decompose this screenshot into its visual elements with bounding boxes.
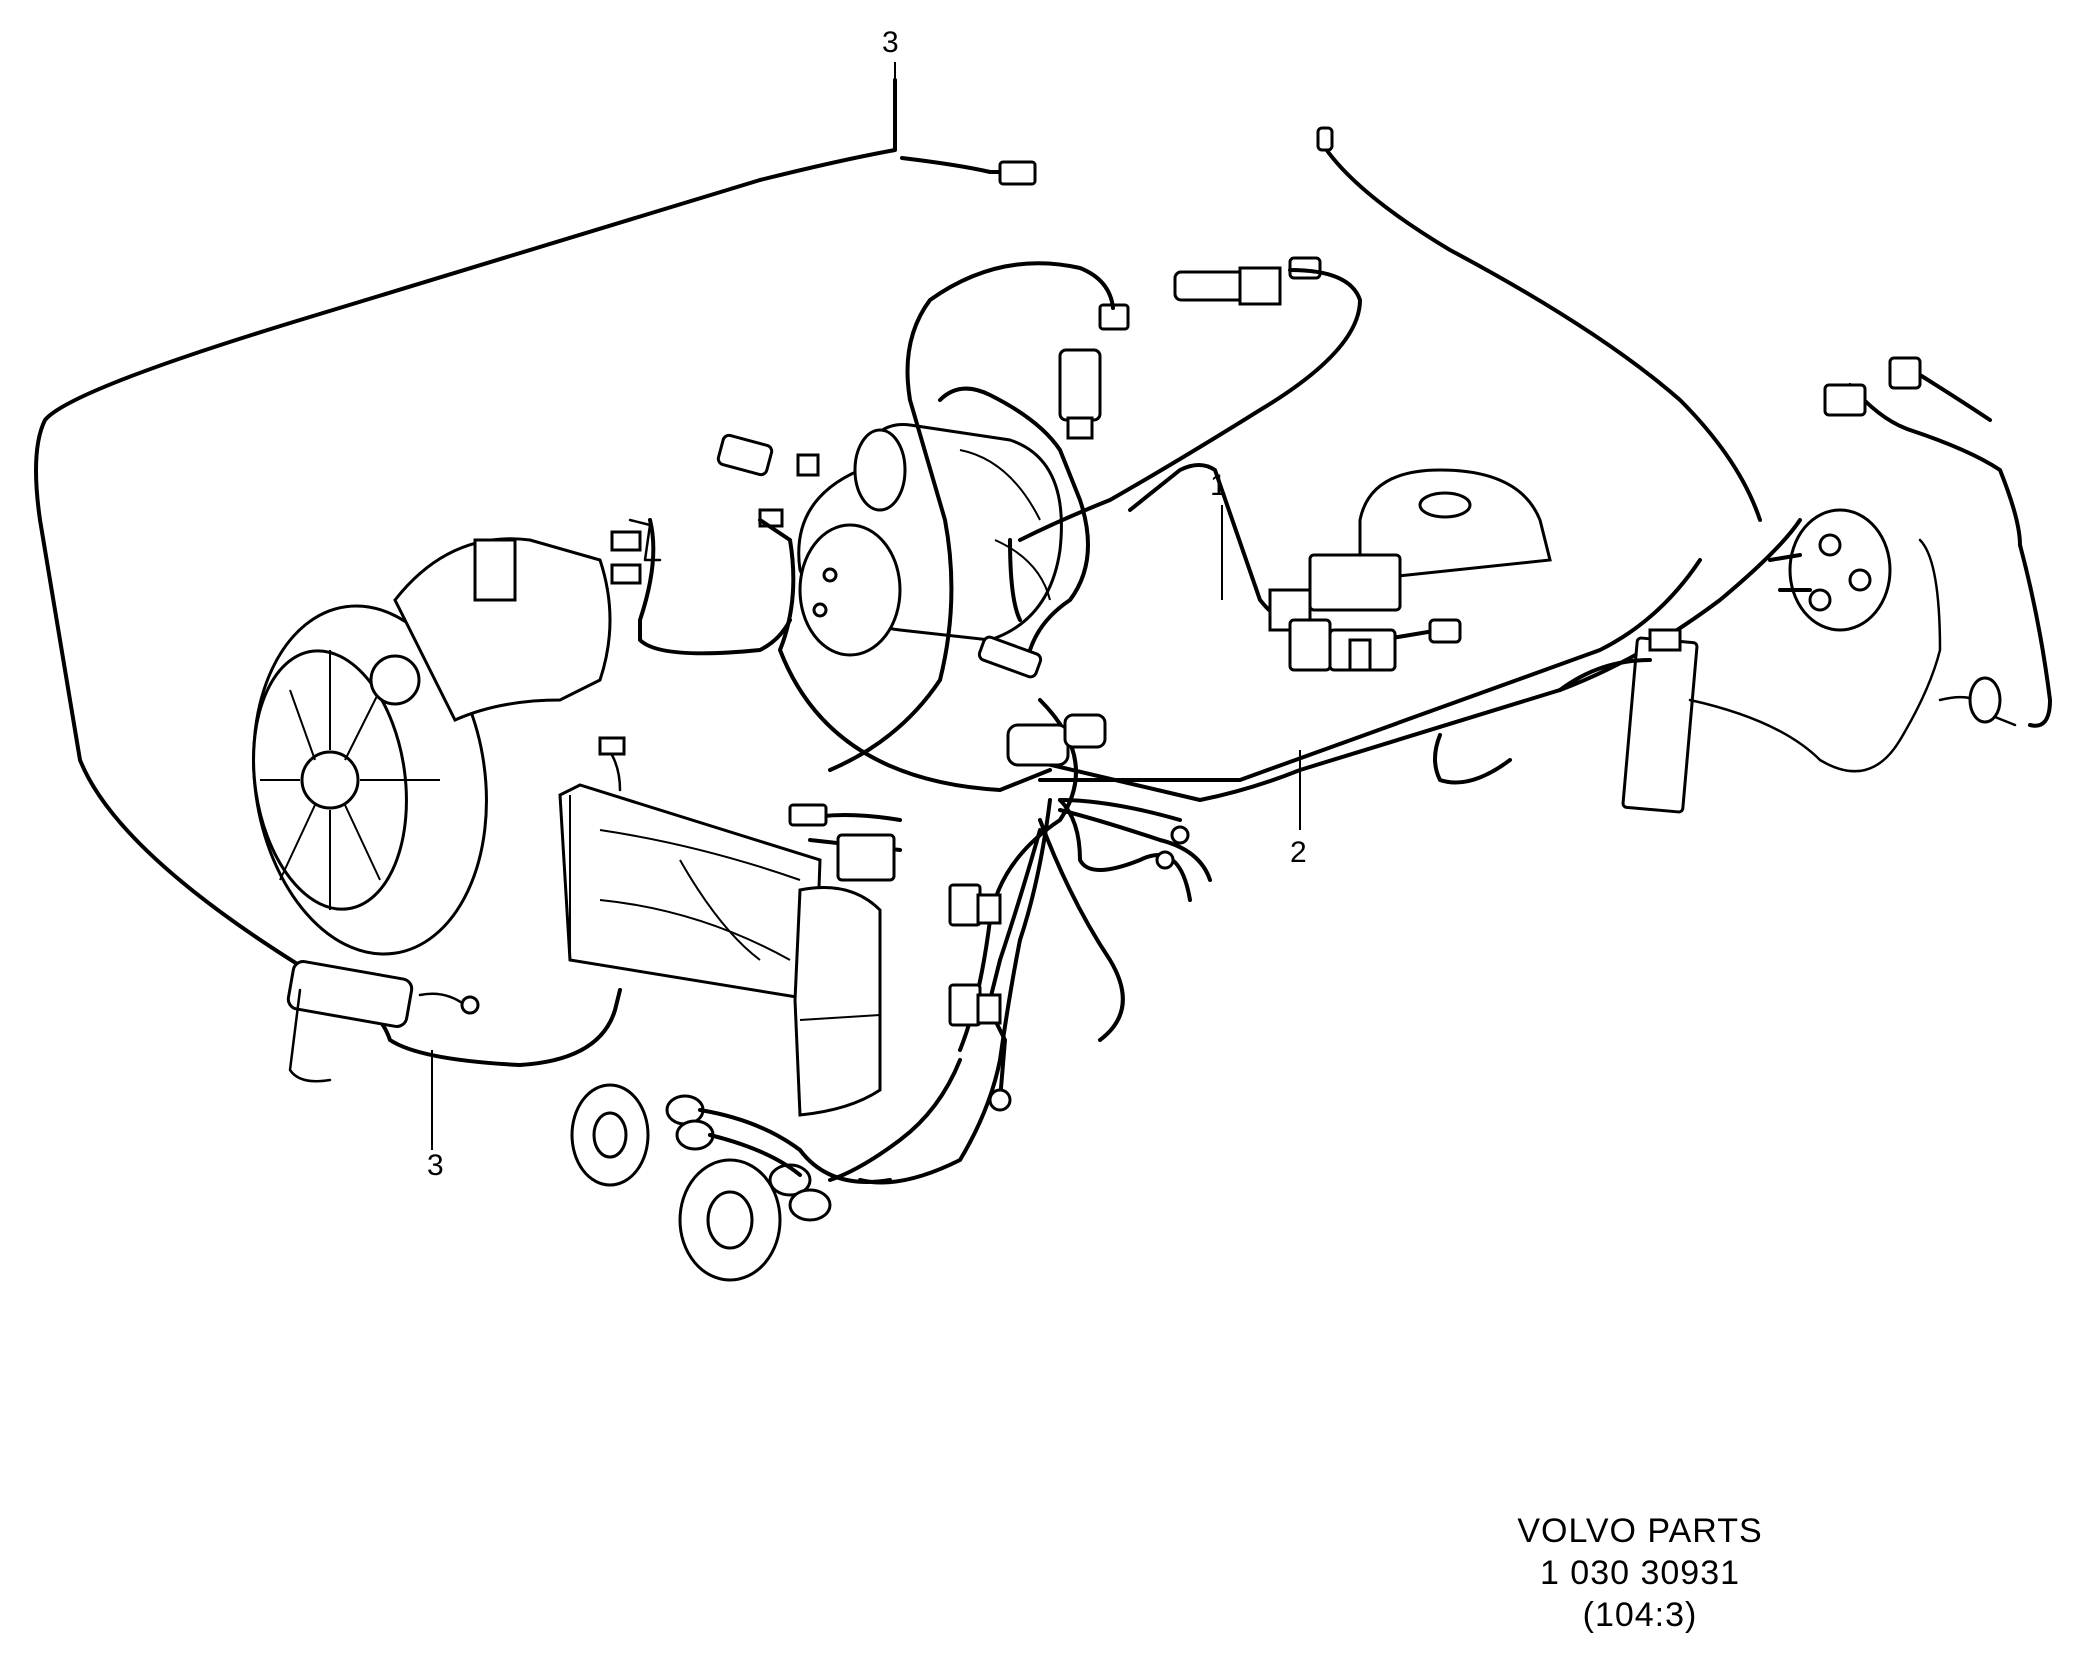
brand-label: VOLVO PARTS — [1517, 1512, 1763, 1550]
alternator-fan — [252, 518, 662, 956]
main-harness — [638, 261, 1802, 1185]
callout-leaders — [894, 62, 1301, 830]
callout-label-2: 2 — [1290, 836, 1307, 869]
ignition-components — [1268, 126, 2052, 814]
starter-motor — [797, 423, 1063, 657]
headlamp-assembly — [558, 736, 882, 1117]
horns — [570, 1083, 892, 1282]
sensors-top — [716, 256, 1322, 679]
callout-label-3-bottom: 3 — [427, 1149, 444, 1182]
part-reference-number: 1 030 30931 — [1539, 1554, 1741, 1592]
callout-label-3-top: 3 — [882, 26, 899, 59]
parts-reference-footer: VOLVO PARTS 1 030 30931 (104:3) — [1490, 1510, 1790, 1636]
page-reference: (104:3) — [1582, 1596, 1698, 1634]
cable-harness-3 — [34, 78, 1037, 1150]
callout-label-1: 1 — [1210, 469, 1227, 502]
